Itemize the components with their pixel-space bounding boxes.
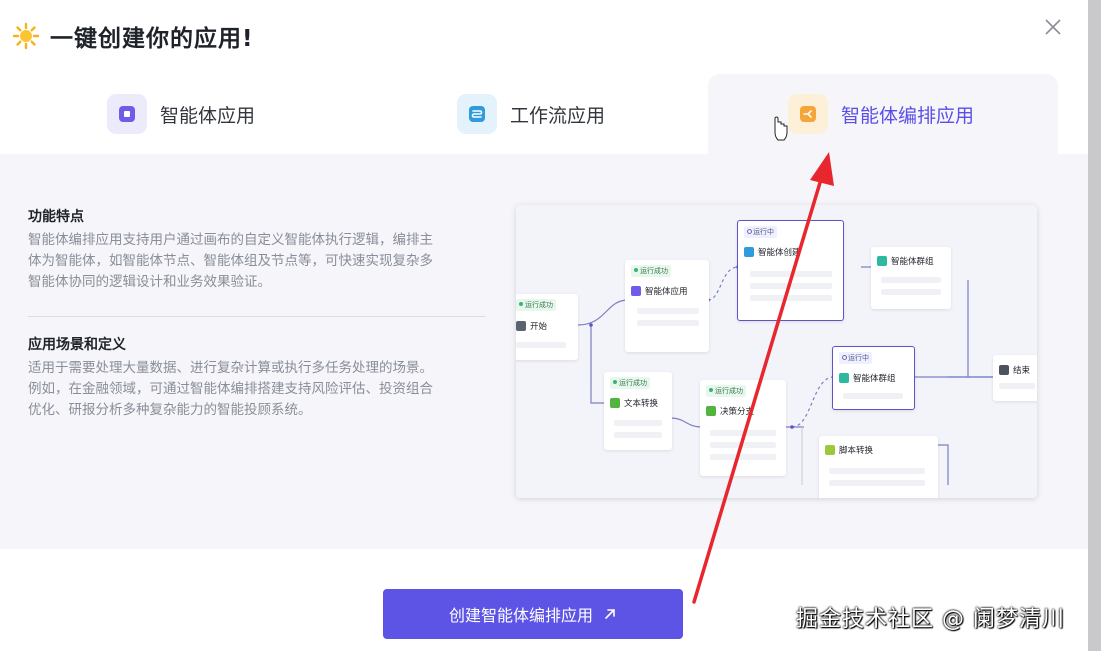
dialog-title: 一键创建你的应用!	[50, 26, 254, 52]
node-title: 智能体创建	[758, 248, 801, 258]
preview-node-agent-group-mid: 运行中 智能体群组	[832, 346, 915, 410]
external-arrow-icon	[605, 609, 615, 619]
section-divider	[28, 316, 486, 317]
scenarios-line: 适用于需要处理大量数据、进行复杂计算或执行多任务处理的场景。	[28, 360, 433, 376]
tab-agent-app[interactable]: 智能体应用	[107, 74, 407, 154]
status-badge: 运行中	[744, 226, 777, 238]
orchestration-app-icon	[788, 94, 828, 134]
sun-icon	[12, 22, 40, 50]
node-title: 文本转换	[624, 399, 659, 409]
start-node-icon	[516, 321, 526, 331]
node-title: 智能体群组	[891, 257, 934, 267]
preview-node-start: 运行成功 开始	[516, 294, 578, 360]
tab-label: 智能体编排应用	[841, 104, 975, 127]
status-badge: 运行成功	[516, 299, 556, 311]
preview-node-end: 结束	[993, 355, 1037, 401]
create-orchestration-app-button[interactable]: 创建智能体编排应用	[383, 589, 683, 639]
node-title: 开始	[530, 322, 548, 332]
tab-label: 工作流应用	[510, 104, 606, 127]
preview-node-agent-create: 运行中 智能体创建	[737, 220, 844, 321]
preview-node-decision: 运行成功 决策分支	[700, 380, 786, 476]
scenarios-title: 应用场景和定义	[28, 337, 126, 353]
node-title: 脚本转换	[839, 446, 874, 456]
node-title: 结束	[1013, 366, 1031, 376]
end-node-icon	[999, 365, 1009, 375]
create-button-label: 创建智能体编排应用	[448, 606, 593, 625]
preview-node-script-convert: 脚本转换	[819, 436, 938, 498]
features-line: 智能体编排应用支持用户通过画布的自定义智能体执行逻辑，编排主	[28, 232, 433, 248]
workflow-app-icon	[457, 94, 497, 134]
group-node-icon	[839, 373, 849, 383]
tab-label: 智能体应用	[160, 104, 256, 127]
group-node-icon	[877, 256, 887, 266]
status-badge: 运行成功	[610, 377, 650, 389]
status-badge: 运行成功	[631, 265, 671, 277]
preview-node-agent-app: 运行成功 智能体应用	[625, 260, 709, 352]
watermark: 掘金技术社区 @ 阑梦清川	[796, 607, 1065, 632]
orchestration-preview: 运行成功 开始 运行成功 智能体应用 运行中	[516, 205, 1037, 498]
app-type-tabs: 智能体应用 工作流应用 智能体编排应用	[0, 74, 1088, 154]
dialog-header: 一键创建你的应用!	[12, 18, 254, 54]
close-icon[interactable]	[1040, 14, 1066, 40]
status-badge: 运行中	[839, 352, 872, 364]
features-title: 功能特点	[28, 209, 84, 225]
tab-orchestration-app[interactable]: 智能体编排应用	[708, 74, 1058, 154]
features-text: 智能体编排应用支持用户通过画布的自定义智能体执行逻辑，编排主 体为智能体，如智能…	[28, 230, 488, 293]
text-node-icon	[610, 398, 620, 408]
scenarios-line: 例如，在金融领域，可通过智能体编排搭建支持风险评估、投资组合	[28, 381, 433, 397]
node-title: 智能体应用	[645, 287, 688, 297]
node-title: 智能体群组	[853, 374, 896, 384]
agent-node-icon	[631, 286, 641, 296]
status-badge: 运行成功	[706, 385, 746, 397]
tab-workflow-app[interactable]: 工作流应用	[457, 74, 687, 154]
scrollbar[interactable]	[1088, 0, 1101, 651]
node-title: 决策分支	[720, 407, 755, 417]
decision-node-icon	[706, 406, 716, 416]
features-line: 体为智能体，如智能体节点、智能体组及节点等，可快速实现复杂多	[28, 253, 433, 269]
scenarios-text: 适用于需要处理大量数据、进行复杂计算或执行多任务处理的场景。 例如，在金融领域，…	[28, 358, 488, 421]
scenarios-line: 优化、研报分析多种复杂能力的智能投顾系统。	[28, 402, 312, 418]
preview-node-text-convert: 运行成功 文本转换	[604, 372, 672, 450]
agent-create-node-icon	[744, 247, 754, 257]
script-node-icon	[825, 445, 835, 455]
features-line: 智能体协同的逻辑设计和业务效果验证。	[28, 274, 271, 290]
preview-node-agent-group-top: 智能体群组	[871, 247, 951, 309]
tab-content-panel: 功能特点 智能体编排应用支持用户通过画布的自定义智能体执行逻辑，编排主 体为智能…	[0, 154, 1088, 549]
agent-app-icon	[107, 94, 147, 134]
